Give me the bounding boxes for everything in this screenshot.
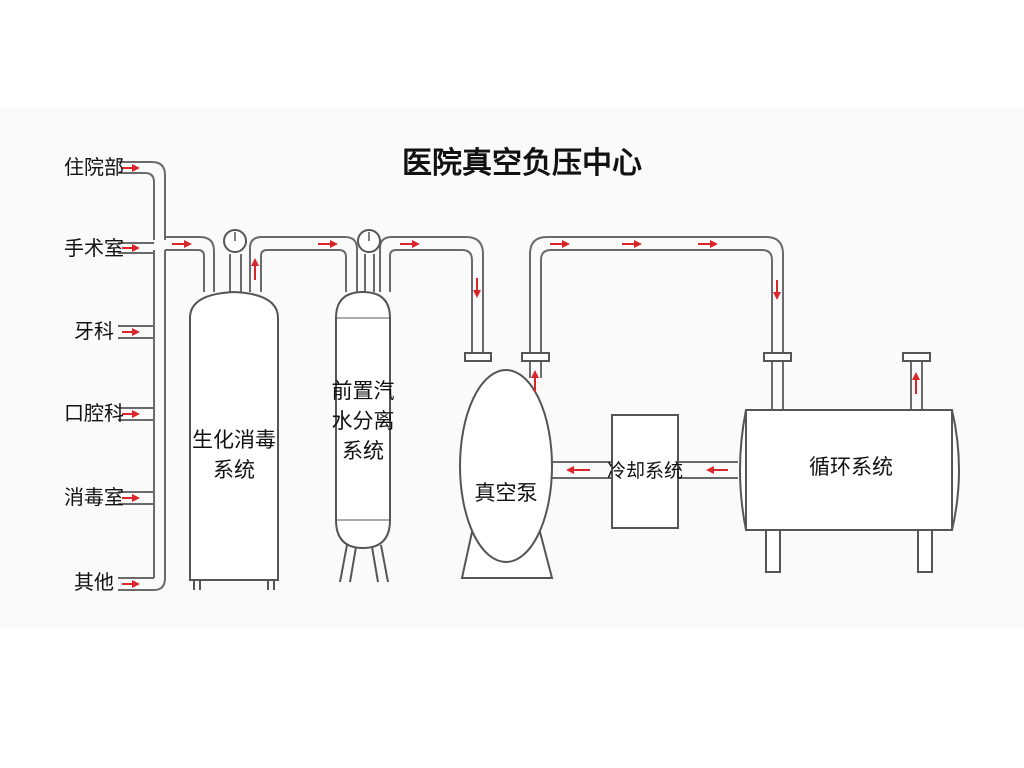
circulation-tank-label: 循环系统 <box>809 455 893 479</box>
bio-disinfection-label-line1: 生化消毒 <box>192 428 276 452</box>
pre-separator-label-line3: 系统 <box>342 439 384 463</box>
bio-disinfection-label-line2: 系统 <box>213 458 255 482</box>
bio-disinfection-label: 生化消毒 系统 <box>190 425 278 485</box>
vacuum-pump <box>459 369 554 579</box>
source-label-inpatient: 住院部 <box>64 155 124 179</box>
pre-separator-label-line1: 前置汽 <box>331 379 395 403</box>
main-pipes <box>165 236 923 479</box>
pre-separator-tank <box>335 290 391 583</box>
circulation-tank <box>739 409 960 573</box>
source-label-other: 其他 <box>74 570 114 594</box>
diagram-title: 医院真空负压中心 <box>402 146 642 181</box>
source-label-stomatology: 口腔科 <box>64 401 124 425</box>
vacuum-pump-label: 真空泵 <box>474 481 538 505</box>
pre-separator-label-line2: 水分离 <box>331 409 395 433</box>
cooling-unit-label: 冷却系统 <box>606 460 683 482</box>
source-branch-pipes <box>118 161 166 591</box>
flow-arrow-icon <box>122 164 920 588</box>
source-label-disinfection-room: 消毒室 <box>64 485 124 509</box>
pipe-flange-icon <box>464 352 931 362</box>
pressure-gauge-icon <box>223 229 381 253</box>
cooling-unit <box>611 414 679 529</box>
source-label-operating-room: 手术室 <box>64 236 124 260</box>
bio-disinfection-tank <box>189 290 279 590</box>
pre-separator-label: 前置汽 水分离 系统 <box>330 376 396 466</box>
source-label-dental: 牙科 <box>74 319 114 343</box>
